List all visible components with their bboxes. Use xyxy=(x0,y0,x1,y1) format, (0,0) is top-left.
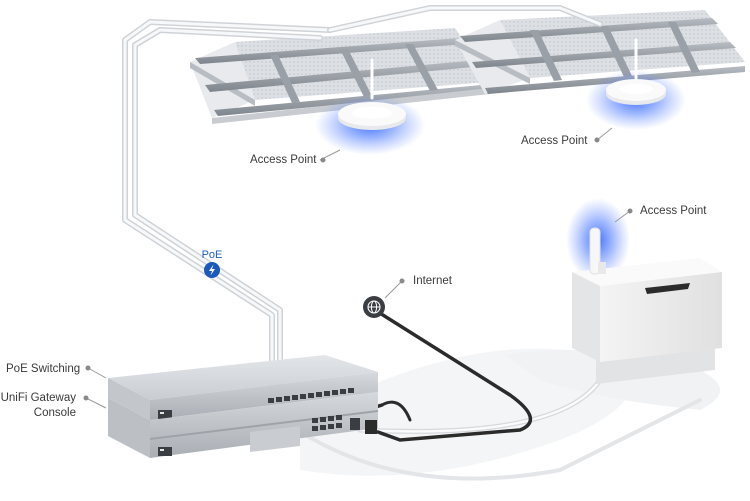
gateway-console-device xyxy=(108,392,378,458)
access-point-label-1: Access Point xyxy=(250,154,317,166)
poe-label: PoE xyxy=(202,249,223,261)
lightning-icon xyxy=(209,264,215,276)
globe-icon xyxy=(363,296,385,318)
poe-cables xyxy=(122,5,702,481)
ceiling-panel-left xyxy=(190,28,492,124)
gateway-label-line2: Console xyxy=(34,407,76,419)
callout-poe-switching: PoE Switching xyxy=(6,363,107,379)
outdoor-enclosure xyxy=(572,227,722,384)
callout-access-point-3: Access Point xyxy=(614,205,707,223)
callout-access-point-1: Access Point xyxy=(250,149,341,166)
poe-badge: PoE xyxy=(202,249,223,278)
internet-label: Internet xyxy=(413,275,453,287)
poe-switching-label: PoE Switching xyxy=(6,363,80,375)
access-point-label-3: Access Point xyxy=(640,205,707,217)
callout-access-point-2: Access Point xyxy=(521,127,613,147)
gateway-label-line1: UniFi Gateway xyxy=(1,392,77,404)
callout-internet: Internet xyxy=(384,275,453,299)
ceiling-panel-right xyxy=(455,10,745,94)
access-point-1 xyxy=(338,102,406,130)
access-point-2 xyxy=(606,79,666,105)
callout-gateway-console: UniFi Gateway Console xyxy=(1,392,107,419)
access-point-label-2: Access Point xyxy=(521,135,588,147)
